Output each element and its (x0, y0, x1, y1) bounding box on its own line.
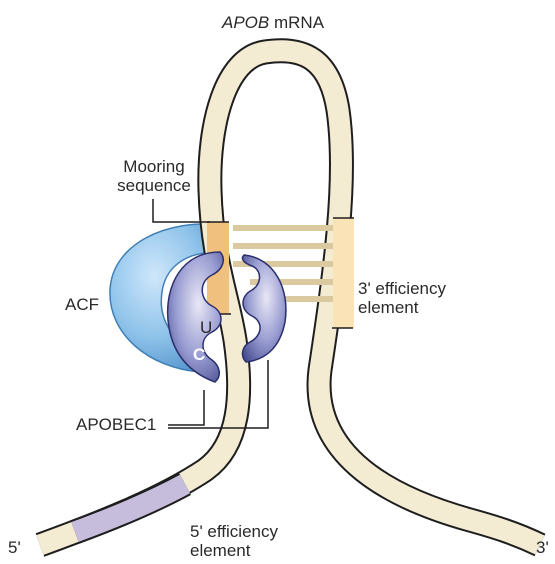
five-prime-label-line2: element (190, 541, 278, 560)
cytidine-label: C (193, 345, 205, 364)
apobec1-leader-left (168, 390, 204, 425)
gene-name: APOB (222, 13, 269, 32)
mooring-sequence-label: Mooring sequence (98, 157, 210, 195)
three-prime-end-label: 3' (536, 538, 549, 557)
uracil-label: U (200, 318, 212, 337)
five-prime-efficiency-label: 5' efficiency element (190, 522, 278, 560)
three-prime-efficiency-label: 3' efficiency element (358, 279, 446, 317)
three-prime-efficiency-segment (332, 218, 354, 328)
five-prime-efficiency-segment (75, 484, 185, 532)
mooring-label-line1: Mooring (98, 157, 210, 176)
three-prime-label-line2: element (358, 298, 446, 317)
title-suffix: mRNA (269, 13, 324, 32)
three-prime-label-line1: 3' efficiency (358, 279, 446, 298)
diagram-title: APOB mRNA (222, 13, 324, 32)
apobec1-label: APOBEC1 (76, 415, 156, 434)
five-prime-end-label: 5' (8, 538, 21, 557)
five-prime-label-line1: 5' efficiency (190, 522, 278, 541)
mooring-label-line2: sequence (98, 176, 210, 195)
acf-label: ACF (65, 295, 99, 314)
